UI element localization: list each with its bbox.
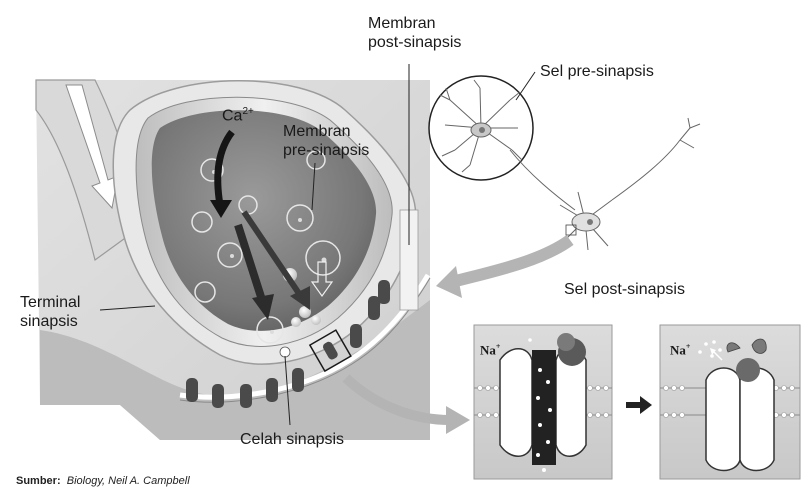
receptor-channel-icon [378, 280, 390, 304]
label-ca: Ca2+ [222, 102, 254, 125]
neuron-illustration [429, 72, 700, 298]
label-membran-pre: Membran pre-sinapsis [283, 122, 369, 160]
label-sel-post: Sel post-sinapsis [564, 280, 685, 299]
receptor-channel-icon [350, 324, 362, 348]
vesicle [280, 347, 290, 357]
vesicle [291, 317, 301, 327]
transition-arrow [626, 402, 642, 408]
label-na-left: Na+ [480, 337, 500, 359]
zoom-arrow-left [452, 240, 570, 282]
vesicle [311, 315, 321, 325]
receptor-channel-icon [212, 384, 224, 408]
label-terminal: Terminal sinapsis [20, 293, 80, 331]
label-membran-post: Membran post-sinapsis [368, 14, 461, 52]
receptor-channel-icon [186, 378, 198, 402]
open-pore [532, 350, 556, 465]
label-sel-pre: Sel pre-sinapsis [540, 62, 654, 81]
receptor-channel-icon [266, 378, 278, 402]
label-celah: Celah sinapsis [240, 430, 344, 449]
label-na-right: Na+ [670, 337, 690, 359]
receptor-channel-icon [240, 384, 252, 408]
source-caption: Sumber: Biology, Neil A. Campbell [16, 475, 190, 487]
receptor-channel-icon [292, 368, 304, 392]
